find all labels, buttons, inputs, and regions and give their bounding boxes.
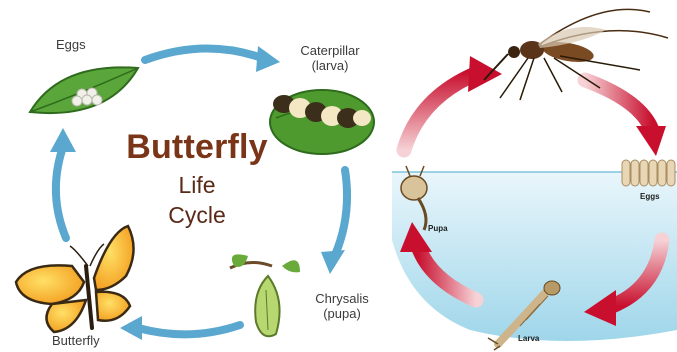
arrow-butterfly-to-eggs [56,150,66,238]
chrysalis-label-line-1: Chrysalis [302,292,382,307]
caterpillar-label-line-2: (larva) [282,59,378,74]
stage-label-caterpillar: Caterpillar (larva) [282,44,378,74]
stage-label-eggs: Eggs [56,38,86,53]
diagram-title: Butterfly [108,128,286,167]
water-body [392,172,677,341]
mosquito-cycle [392,9,677,350]
diagram-subtitle-cycle: Cycle [108,202,286,229]
butterfly-illustration [16,226,134,332]
mosquito-illustration [484,9,668,100]
mosquito-label-larva: Larva [518,334,539,343]
arrow-chrysalis-to-butterfly [138,325,240,334]
arrow-caterpillar-to-chrysalis [335,170,347,255]
mosquito-label-pupa: Pupa [428,224,448,233]
stage-label-butterfly: Butterfly [52,334,100,349]
arrow-eggs-to-caterpillar [145,48,262,60]
caterpillar-label-line-1: Caterpillar [282,44,378,59]
diagram-subtitle-life: Life [108,172,286,199]
arrow-adult-to-eggs [585,80,652,130]
chrysalis-label-line-2: (pupa) [302,307,382,322]
stage-label-chrysalis: Chrysalis (pupa) [302,292,382,322]
leaf-with-eggs-illustration [30,67,138,113]
mosquito-label-eggs: Eggs [640,192,660,201]
